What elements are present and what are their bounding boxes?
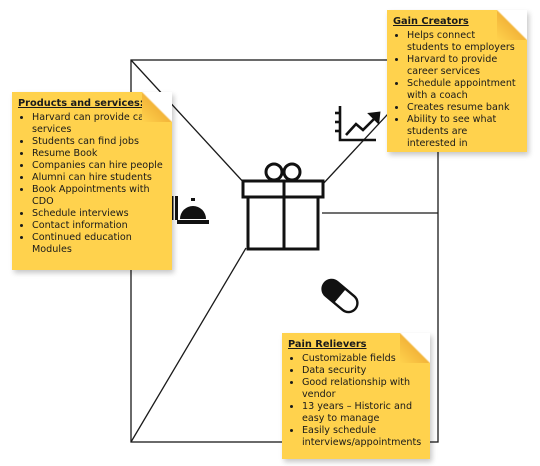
list-item: Ability to see what students are interes… <box>407 114 519 150</box>
list-item: Harvard to provide career services <box>407 54 519 78</box>
list-item: Students can find jobs <box>32 136 164 148</box>
growth-chart-icon <box>335 106 381 142</box>
diagonal-top-left <box>130 59 247 186</box>
note-pain-relievers: Pain Relievers Customizable fields Data … <box>282 333 430 459</box>
list-item: Companies can hire people <box>32 160 164 172</box>
list-item: Good relationship with vendor <box>302 377 422 401</box>
list-item: Helps connect students to employers <box>407 30 519 54</box>
list-item: Resume Book <box>32 148 164 160</box>
service-bell-icon <box>177 198 209 224</box>
list-item: Schedule interviews <box>32 208 164 220</box>
list-item: Alumni can hire students <box>32 172 164 184</box>
list-item: Harvard can provide career services <box>32 112 164 136</box>
pill-icon <box>321 278 359 314</box>
gift-icon <box>241 162 325 251</box>
list-item: Creates resume bank <box>407 102 519 114</box>
diagonal-bottom-left <box>130 247 247 443</box>
list-item: Customizable fields <box>302 353 422 365</box>
list-item: Easily schedule interviews/appointments <box>302 425 422 449</box>
products-list: Harvard can provide career services Stud… <box>18 112 164 256</box>
list-item: Contact information <box>32 220 164 232</box>
products-heading: Products and services: <box>18 98 144 109</box>
list-item: Book Appointments with CDO <box>32 184 164 208</box>
list-item: Data security <box>302 365 422 377</box>
list-item: Schedule appointment with a coach <box>407 78 519 102</box>
note-gain-creators: Gain Creators Helps connect students to … <box>387 10 527 152</box>
pain-list: Customizable fields Data security Good r… <box>288 353 422 449</box>
pain-heading: Pain Relievers <box>288 339 367 350</box>
gain-list: Helps connect students to employers Harv… <box>393 30 519 150</box>
note-products-services: Products and services: Harvard can provi… <box>12 92 172 270</box>
list-item: Continued education Modules <box>32 232 164 256</box>
gain-heading: Gain Creators <box>393 16 469 27</box>
list-item: 13 years – Historic and easy to manage <box>302 401 422 425</box>
